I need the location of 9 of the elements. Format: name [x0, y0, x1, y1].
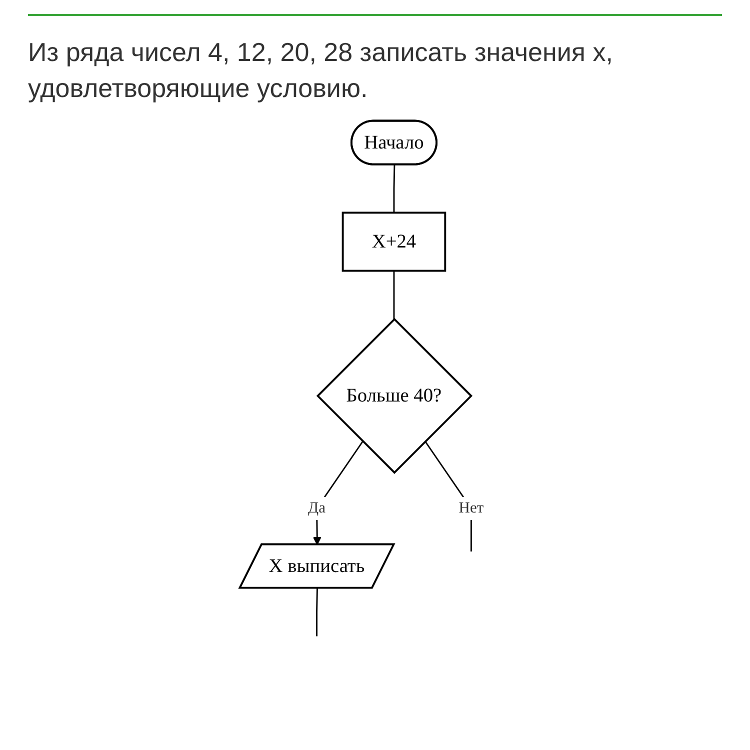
- connector: [393, 164, 396, 212]
- connector: [393, 270, 395, 319]
- node-box: X+24: [342, 212, 446, 272]
- connector: [316, 588, 318, 636]
- task-text: Из ряда чисел 4, 12, 20, 28 записать значения x, удовлетворяющие условию.: [28, 14, 722, 107]
- edge-label: Да: [308, 500, 326, 516]
- node-diamond: Больше 40?: [316, 318, 473, 474]
- edge-label: Нет: [458, 500, 484, 516]
- arrow: [312, 440, 364, 545]
